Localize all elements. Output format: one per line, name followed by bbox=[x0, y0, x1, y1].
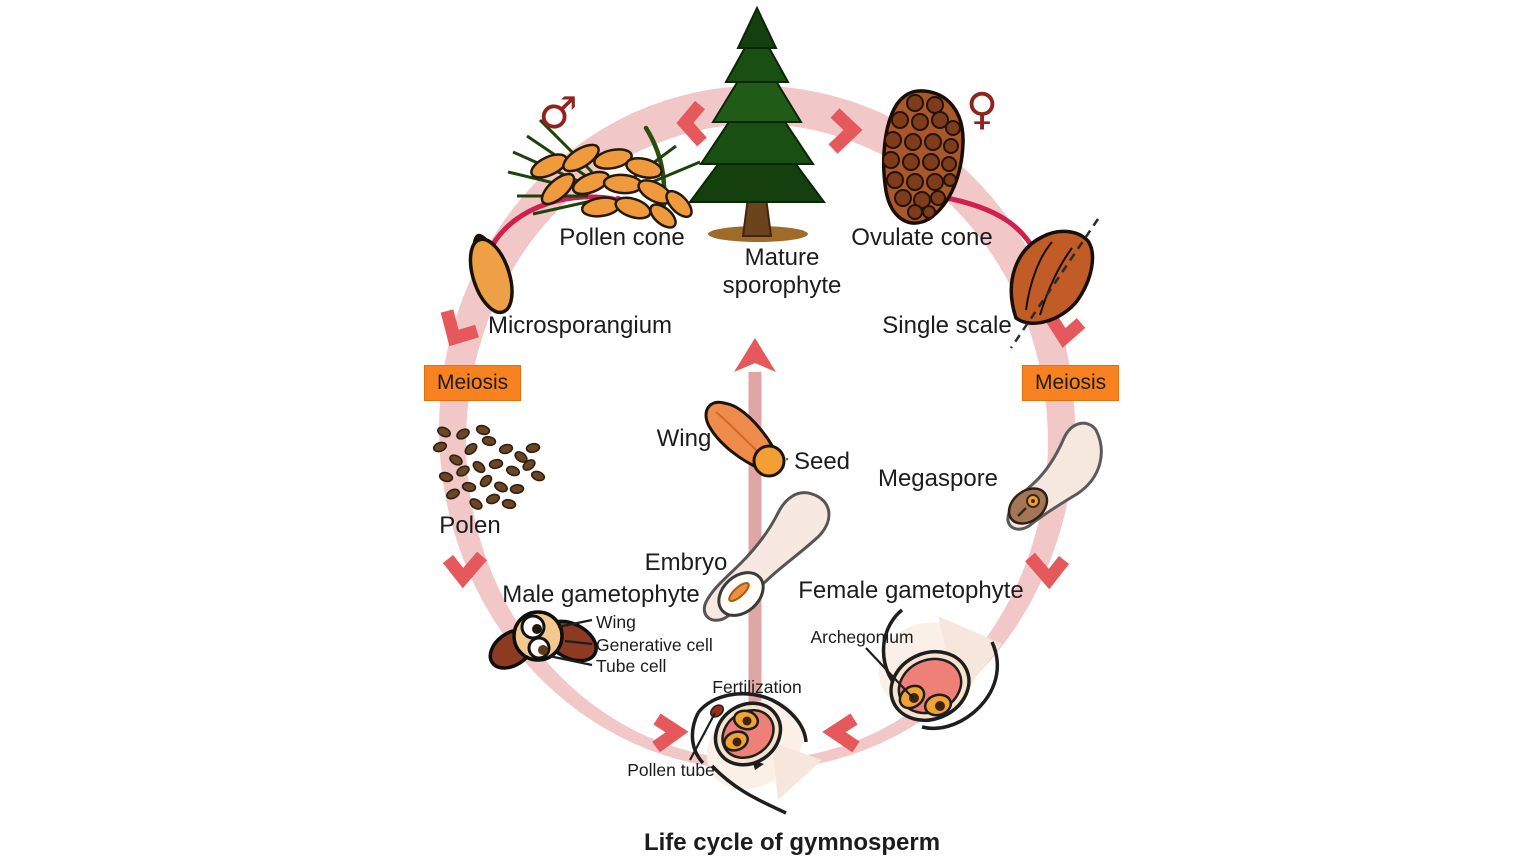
mature-sporophyte-tree-icon bbox=[688, 5, 826, 242]
label-embryo: Embryo bbox=[644, 549, 728, 576]
pollen-grains-icon bbox=[432, 424, 546, 510]
label-ovulate-cone: Ovulate cone bbox=[851, 224, 993, 251]
megaspore-icon bbox=[1006, 421, 1103, 531]
pointer-lines bbox=[548, 618, 914, 761]
diagram-title: Life cycle of gymnosperm bbox=[643, 829, 941, 856]
label-male-gametophyte: Male gametophyte bbox=[502, 581, 700, 608]
male-gametophyte-icon bbox=[488, 610, 598, 670]
pointer-line-tube-cell bbox=[548, 654, 593, 667]
cycle-arrow-icon bbox=[676, 100, 707, 147]
pollen-cone-icon bbox=[507, 118, 701, 229]
pointer-line-archegonium bbox=[865, 647, 914, 699]
single-scale-icon bbox=[1009, 229, 1095, 325]
cycle-arrow-icon bbox=[1025, 552, 1070, 590]
cycle-arrow-icon bbox=[652, 713, 689, 753]
label-megaspore: Megaspore bbox=[877, 465, 999, 492]
pointer-line-pollen-tube bbox=[689, 712, 716, 761]
cycle-arrow-icon bbox=[442, 551, 487, 589]
pointer-line-wing bbox=[557, 618, 593, 629]
winged-seed-icon bbox=[704, 400, 789, 478]
label-fertilization: Fertilization bbox=[712, 677, 802, 697]
scale-section-dashed-line bbox=[1009, 218, 1100, 349]
label-seed: Seed bbox=[793, 448, 851, 475]
label-mature-sporophyte: Mature sporophyte bbox=[722, 244, 842, 299]
ovulate-cone-icon bbox=[881, 89, 965, 225]
label-tube-cell: Tube cell bbox=[596, 656, 667, 676]
label-wing: Wing bbox=[656, 425, 712, 452]
label-pollen: Polen bbox=[439, 512, 501, 539]
cycle-arrows bbox=[440, 100, 1086, 753]
female-gametophyte-icon bbox=[878, 608, 1002, 731]
cycle-arrow-icon bbox=[440, 309, 479, 347]
cycle-arrow-icon bbox=[828, 108, 863, 154]
female-symbol-icon: ♀ bbox=[965, 84, 999, 135]
embryo-icon bbox=[702, 491, 831, 622]
male-symbol-icon: ♂ bbox=[538, 88, 578, 139]
label-generative-cell: Generative cell bbox=[596, 635, 713, 655]
label-pollen-cone: Pollen cone bbox=[559, 224, 685, 251]
label-microsporangium: Microsporangium bbox=[487, 312, 673, 339]
pointer-line-generative-cell bbox=[564, 639, 593, 646]
label-wing-detail: Wing bbox=[596, 612, 636, 632]
label-pollen-tube: Pollen tube bbox=[627, 760, 715, 780]
label-female-gametophyte: Female gametophyte bbox=[798, 577, 1024, 604]
microsporangium-icon bbox=[468, 233, 514, 315]
cycle-arrow-icon bbox=[1044, 312, 1086, 348]
meiosis-box-left: Meiosis bbox=[424, 365, 522, 401]
label-archegonium: Archegonium bbox=[810, 627, 914, 647]
fertilization-icon bbox=[690, 692, 822, 815]
cycle-arrow-icon bbox=[822, 713, 860, 753]
label-single-scale: Single scale bbox=[882, 312, 1012, 339]
meiosis-box-right: Meiosis bbox=[1022, 365, 1120, 401]
